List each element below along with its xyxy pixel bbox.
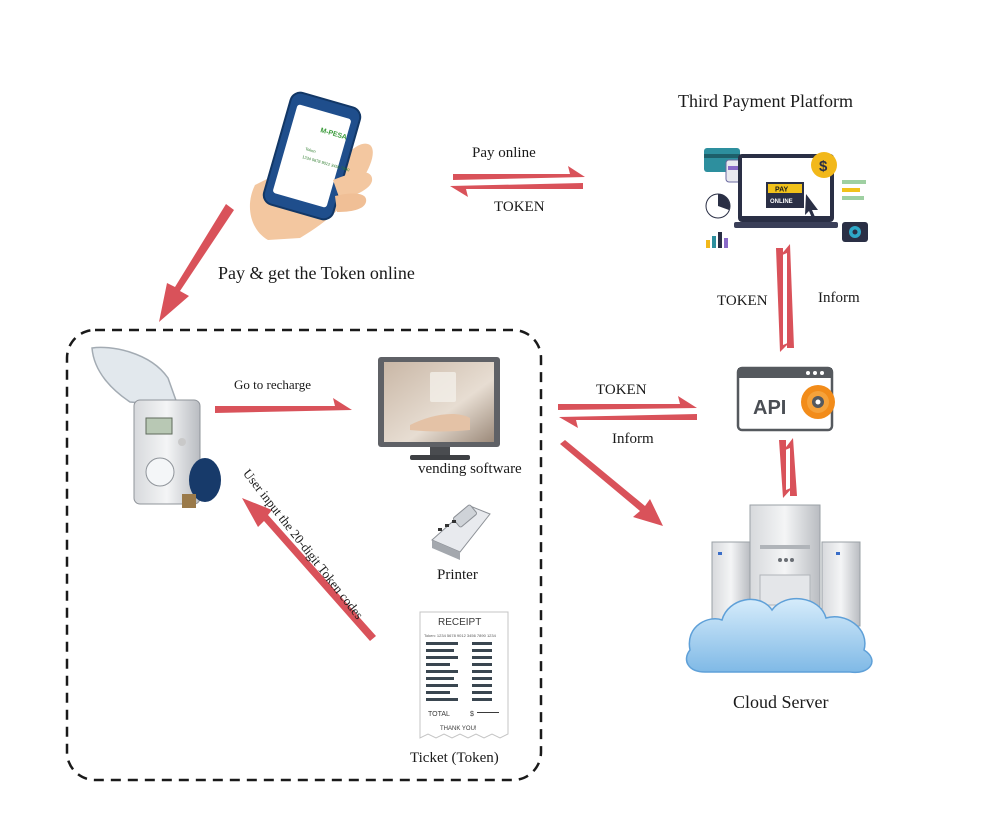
arrow-pay-online xyxy=(453,166,585,180)
water-meter-icon xyxy=(91,346,221,508)
api-badge: API xyxy=(753,397,786,419)
cloud-server-icon xyxy=(685,504,873,674)
payment-platform-icon: PAY ONLINE $ xyxy=(704,148,868,248)
local-system-boundary xyxy=(65,328,543,782)
printer-icon xyxy=(431,504,491,560)
label-cloud-server: Cloud Server xyxy=(733,692,829,712)
label-token-vertical: TOKEN xyxy=(717,293,768,309)
label-token-top: TOKEN xyxy=(494,199,545,215)
arrow-user-input xyxy=(242,498,376,641)
receipt-icon: RECEIPT Token: 1234 5678 9012 3456 7890 … xyxy=(419,611,509,739)
arrow-token-down xyxy=(776,248,790,352)
arrows xyxy=(159,166,797,641)
receipt-total-symbol: $ xyxy=(470,711,474,718)
arrow-phone-to-meter xyxy=(159,204,234,322)
arrow-go-to-recharge xyxy=(215,398,352,413)
arrow-token-right xyxy=(558,396,697,410)
arrow-api-down xyxy=(779,440,793,498)
arrow-inform-up xyxy=(780,244,794,348)
label-printer: Printer xyxy=(437,567,478,583)
label-pay-get-token: Pay & get the Token online xyxy=(218,263,415,283)
online-badge: ONLINE xyxy=(770,199,793,205)
label-third-payment-platform: Third Payment Platform xyxy=(678,91,853,111)
arrow-to-cloud xyxy=(560,440,663,526)
pay-badge: PAY xyxy=(775,187,789,194)
label-token-mid: TOKEN xyxy=(596,382,647,398)
arrow-inform-left xyxy=(559,414,697,428)
label-go-to-recharge: Go to recharge xyxy=(234,377,312,392)
label-ticket-token: Ticket (Token) xyxy=(410,750,499,766)
label-vending-software: vending software xyxy=(418,461,522,477)
phone-line-1: Token xyxy=(305,146,317,154)
receipt-token: Token: 1234 5678 9012 3456 7890 1234 xyxy=(424,633,497,638)
label-inform-vertical: Inform xyxy=(818,290,860,306)
label-pay-online: Pay online xyxy=(472,145,536,161)
dollar-coin: $ xyxy=(819,158,828,175)
api-gear-icon: API xyxy=(736,366,835,432)
label-inform-mid: Inform xyxy=(612,431,654,447)
arrow-token-left xyxy=(450,183,583,197)
receipt-title: RECEIPT xyxy=(438,617,481,628)
arrow-cloud-up xyxy=(783,438,797,496)
hand-phone-icon: M-PESA Token 1234 5678 9012 3456 7890 xyxy=(249,91,373,240)
monitor-icon xyxy=(378,357,500,460)
receipt-total: TOTAL xyxy=(428,711,450,718)
receipt-thanks: THANK YOU! xyxy=(440,726,477,732)
